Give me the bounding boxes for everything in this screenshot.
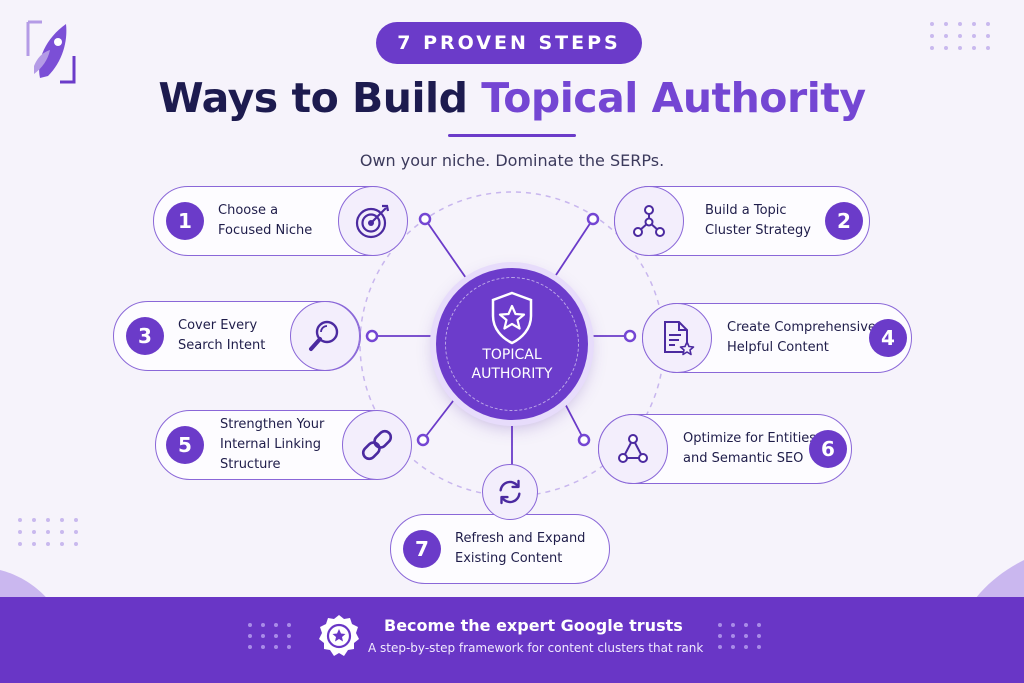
center-label-line2: AUTHORITY [471, 366, 553, 382]
document-icon-circle [642, 303, 712, 373]
step-5-label: Strengthen Your Internal Linking Structu… [220, 415, 324, 475]
page-title: Ways to Build Topical Authority [0, 74, 1024, 122]
title-underline [448, 134, 576, 137]
star-badge-icon [319, 615, 359, 656]
step-6-label: Optimize for Entities and Semantic SEO [683, 429, 816, 469]
cluster-icon-circle [614, 186, 684, 256]
center-hub-ring [445, 277, 579, 411]
step-2-number: 2 [825, 202, 863, 240]
step-4-label-line1: Create Comprehensive, [727, 320, 881, 335]
document-star-icon [664, 321, 695, 356]
step-7-card: 7 Refresh and Expand Existing Content [390, 514, 610, 584]
title-accent: Topical Authority [481, 74, 866, 122]
step-4-number: 4 [869, 319, 907, 357]
target-icon-circle [338, 186, 408, 256]
step-3-number: 3 [126, 317, 164, 355]
step-6-label-line2: and Semantic SEO [683, 451, 804, 466]
step-5-label-line1: Strengthen Your [220, 417, 325, 432]
page-subtitle: Own your niche. Dominate the SERPs. [359, 151, 665, 170]
footer-headline: Become the expert Google trusts [384, 616, 683, 635]
magnifier-icon [309, 320, 339, 351]
step-5-label-line2: Internal Linking [220, 437, 321, 452]
entity-icon-circle [598, 414, 668, 484]
footer-dots-right [718, 623, 763, 649]
footer-banner: Become the expert Google trusts A step-b… [0, 597, 1024, 683]
step-6-label-line1: Optimize for Entities [683, 431, 817, 446]
step-6-number: 6 [809, 430, 847, 468]
step-1-label-line1: Choose a [218, 203, 279, 218]
step-7-number: 7 [403, 530, 441, 568]
step-5-card: 5 Strengthen Your Internal Linking Struc… [155, 410, 405, 480]
magnifier-icon-circle [290, 301, 360, 371]
step-7-label: Refresh and Expand Existing Content [455, 529, 585, 569]
footer-tagline: A step-by-step framework for content clu… [368, 641, 704, 655]
step-3-label-line2: Search Intent [178, 338, 266, 353]
step-1-number: 1 [166, 202, 204, 240]
step-5-number: 5 [166, 426, 204, 464]
center-hub: TOPICAL AUTHORITY [436, 268, 588, 420]
step-5-label-line3: Structure [220, 457, 281, 472]
center-label: TOPICAL AUTHORITY [436, 346, 588, 384]
link-icon-circle [342, 410, 412, 480]
link-icon [361, 429, 393, 461]
center-label-line1: TOPICAL [482, 347, 542, 363]
decorative-dots-top-right [930, 22, 992, 50]
shield-star-icon [491, 291, 533, 345]
decorative-dots-left [18, 518, 80, 546]
step-4-label: Create Comprehensive, Helpful Content [727, 318, 880, 358]
refresh-icon-circle [482, 464, 538, 520]
refresh-icon [499, 479, 521, 505]
step-2-label: Build a Topic Cluster Strategy [705, 201, 811, 241]
step-1-label: Choose a Focused Niche [218, 201, 312, 241]
title-main: Ways to Build [158, 74, 482, 122]
step-4-label-line2: Helpful Content [727, 340, 829, 355]
brand-logo [26, 20, 76, 84]
step-1-label-line2: Focused Niche [218, 223, 313, 238]
cluster-nodes-icon [633, 205, 665, 237]
step-2-label-line1: Build a Topic [705, 203, 787, 218]
target-icon [355, 204, 390, 239]
entity-graph-icon [618, 434, 648, 463]
step-7-label-line1: Refresh and Expand [455, 531, 586, 546]
header-badge: 7 PROVEN STEPS [376, 22, 642, 64]
footer-dots-left [248, 623, 293, 649]
step-3-label: Cover Every Search Intent [178, 316, 265, 356]
step-3-label-line1: Cover Every [178, 318, 258, 333]
step-7-label-line2: Existing Content [455, 551, 563, 566]
step-2-label-line2: Cluster Strategy [705, 223, 811, 238]
